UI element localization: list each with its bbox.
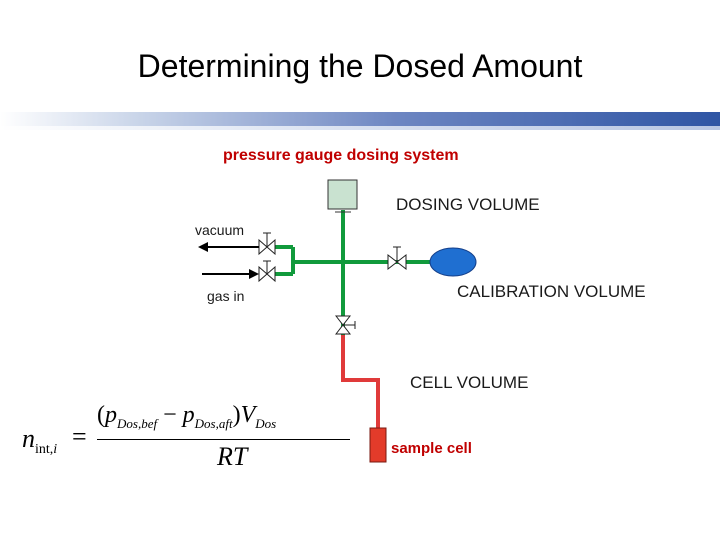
formula-fraction-bar	[97, 439, 350, 440]
formula-lhs-subscript: int,	[35, 442, 54, 457]
slide-title: Determining the Dosed Amount	[137, 48, 583, 84]
formula-v: V	[240, 402, 256, 428]
sample-cell-label: sample cell	[391, 440, 472, 457]
formula-lhs: nint,i	[22, 424, 58, 457]
dosing-manifold-lines	[275, 210, 432, 335]
pressure-gauge	[327, 179, 358, 210]
formula-p-after-subscript: Dos,aft	[194, 416, 233, 431]
cell-line-path	[341, 335, 380, 428]
dosing-volume-label: DOSING VOLUME	[396, 195, 540, 214]
cell-valve	[334, 315, 356, 335]
formula-close-paren: )	[232, 402, 241, 428]
gas-in-label: gas in	[207, 288, 245, 304]
dosed-amount-formula: nint,i = (pDos,bef − pDos,aft)VDos RT	[22, 400, 350, 480]
calibration-volume-vessel	[429, 247, 477, 277]
formula-minus: −	[157, 402, 183, 428]
formula-p-before: p	[105, 402, 117, 428]
vacuum-arrow	[198, 242, 259, 252]
formula-p-before-subscript: Dos,bef	[117, 416, 158, 431]
formula-lhs-index: i	[53, 442, 58, 457]
formula-v-subscript: Dos	[255, 416, 277, 431]
cell-volume-label: CELL VOLUME	[410, 373, 529, 392]
title-divider-bar	[0, 112, 720, 126]
calibration-valve	[387, 246, 407, 271]
calibration-volume-label: CALIBRATION VOLUME	[457, 282, 646, 301]
formula-n: n	[22, 424, 35, 453]
cell-line	[341, 335, 380, 428]
formula-open-paren: (	[97, 402, 105, 428]
sample-cell-vessel	[369, 427, 387, 463]
vacuum-valve	[258, 232, 276, 256]
formula-equals: =	[72, 422, 87, 451]
gas-in-arrow	[202, 269, 259, 279]
gas-in-valve	[258, 260, 276, 283]
formula-denominator: RT	[217, 442, 248, 471]
system-title: pressure gauge dosing system	[223, 147, 459, 164]
formula-p-after: p	[182, 402, 195, 428]
vacuum-label: vacuum	[195, 222, 245, 238]
title-divider-shade	[0, 126, 720, 130]
formula-numerator: (pDos,bef − pDos,aft)VDos	[97, 402, 276, 432]
